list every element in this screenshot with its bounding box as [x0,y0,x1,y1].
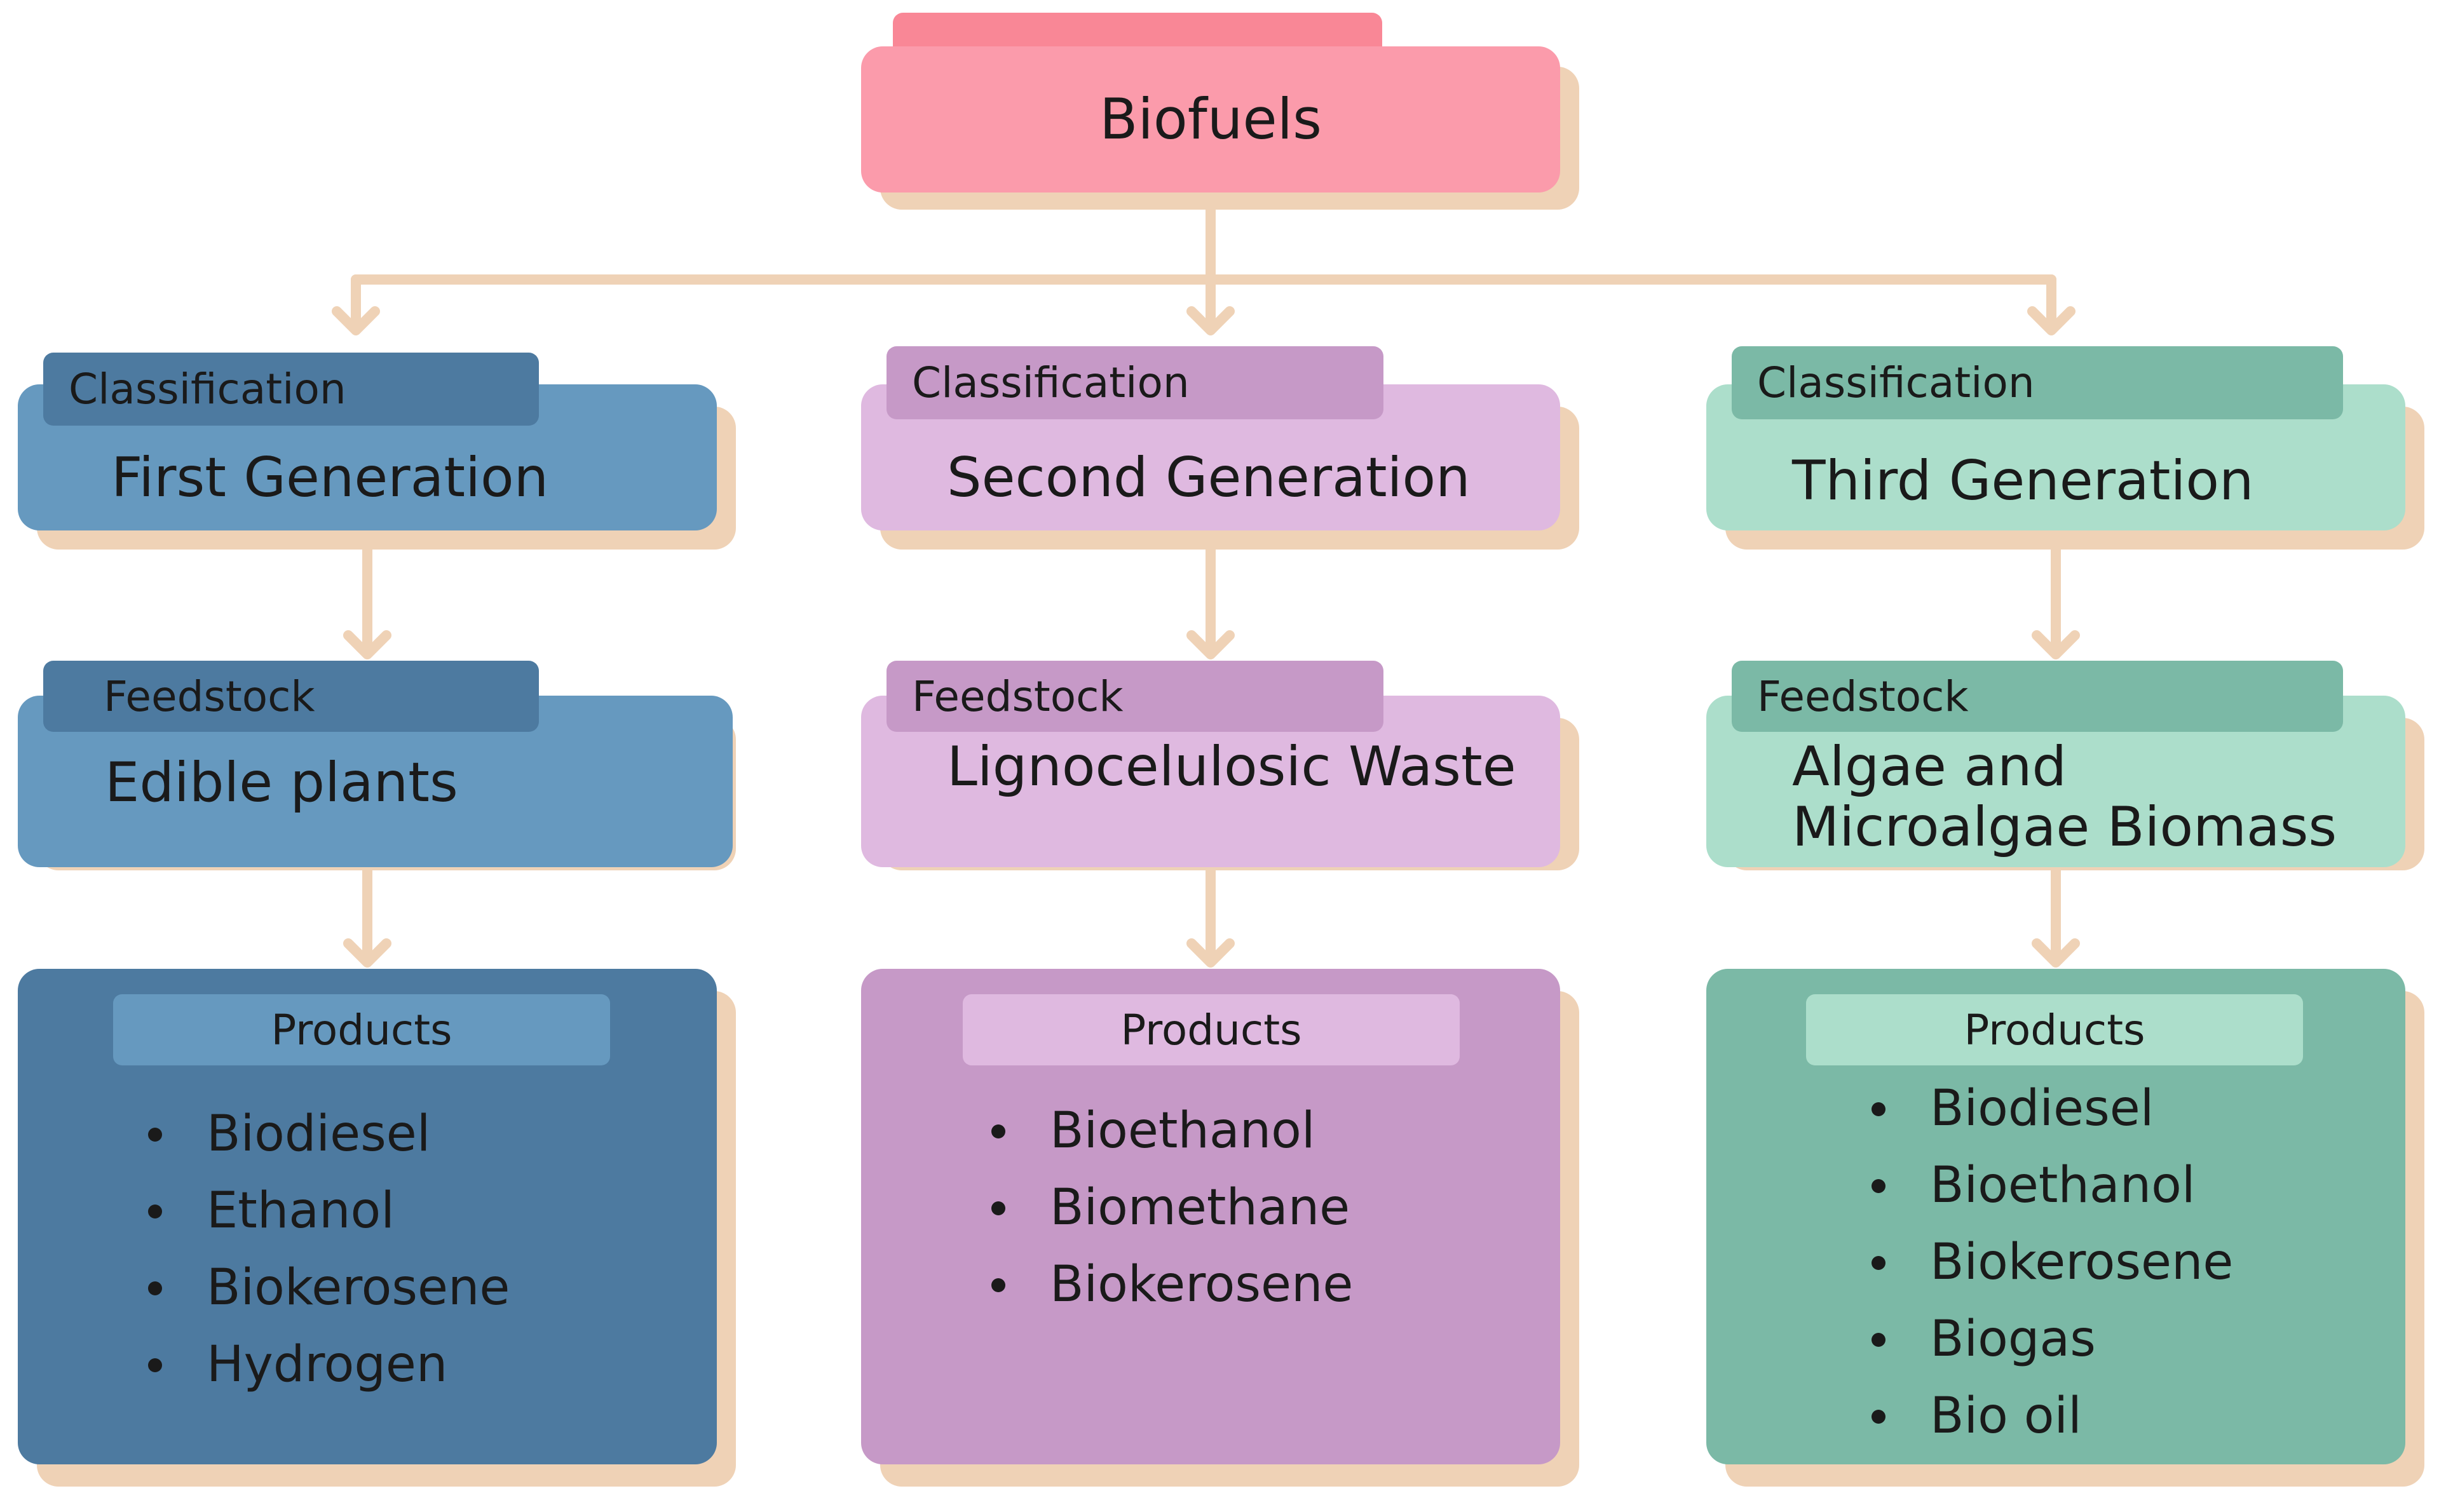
product-item: Bio oil [1872,1378,2233,1455]
product-item: Biodiesel [1872,1070,2233,1147]
arrowhead-third-feedstock [2032,630,2080,659]
product-item: Ethanol [148,1173,510,1250]
first-classification-value: First Generation [111,446,549,510]
arrowhead-first-products [343,938,391,968]
third-feedstock-line1: Algae and [1792,735,2067,799]
product-item: Biomethane [991,1170,1353,1246]
root-title: Biofuels [1099,86,1322,152]
arrowhead-second-products [1186,938,1235,968]
second-classification-tab: Classification [887,346,1383,419]
second-products-list: Bioethanol Biomethane Biokerosene [991,1093,1353,1323]
arrowhead-third-products [2032,938,2080,968]
third-classification-label: Classification [1757,358,2035,407]
product-item: Biokerosene [991,1246,1353,1323]
third-feedstock-line2: Microalgae Biomass [1792,795,2337,859]
third-products-list: Biodiesel Bioethanol Biokerosene Biogas … [1872,1070,2233,1455]
second-classification-label: Classification [912,358,1190,407]
first-feedstock-tab: Feedstock [43,661,539,732]
root-node: Biofuels [861,46,1560,192]
first-feedstock-label: Feedstock [104,672,315,721]
product-item: Bioethanol [1872,1147,2233,1224]
first-feedstock-value: Edible plants [105,751,458,814]
product-item: Hydrogen [148,1326,510,1403]
third-products-header: Products [1806,994,2303,1065]
arrowhead-first-classification [332,306,380,335]
second-feedstock-tab: Feedstock [887,661,1383,732]
first-products-card: Products Biodiesel Ethanol Biokerosene H… [18,969,717,1464]
third-classification-value: Third Generation [1792,449,2254,513]
first-classification-tab: Classification [43,353,539,426]
second-products-card: Products Bioethanol Biomethane Biokerose… [861,969,1560,1464]
third-products-card: Products Biodiesel Bioethanol Biokerosen… [1706,969,2405,1464]
product-item: Biodiesel [148,1096,510,1173]
third-feedstock-tab: Feedstock [1732,661,2343,732]
third-feedstock-value: Algae and Microalgae Biomass [1792,737,2337,858]
third-classification-tab: Classification [1732,346,2343,419]
third-feedstock-label: Feedstock [1757,672,1969,721]
arrowhead-first-feedstock [343,630,391,659]
first-classification-label: Classification [69,365,346,414]
arrowhead-second-feedstock [1186,630,1235,659]
second-feedstock-label: Feedstock [912,672,1124,721]
first-products-list: Biodiesel Ethanol Biokerosene Hydrogen [148,1096,510,1403]
product-item: Bioethanol [991,1093,1353,1170]
arrowhead-third-classification [2027,306,2076,335]
first-products-header: Products [113,994,610,1065]
second-products-header: Products [963,994,1460,1065]
arrowhead-second-classification [1186,306,1235,335]
product-item: Biokerosene [1872,1224,2233,1301]
second-feedstock-value: Lignocelulosic Waste [947,735,1516,799]
product-item: Biogas [1872,1301,2233,1378]
second-classification-value: Second Generation [947,446,1471,510]
product-item: Biokerosene [148,1250,510,1326]
